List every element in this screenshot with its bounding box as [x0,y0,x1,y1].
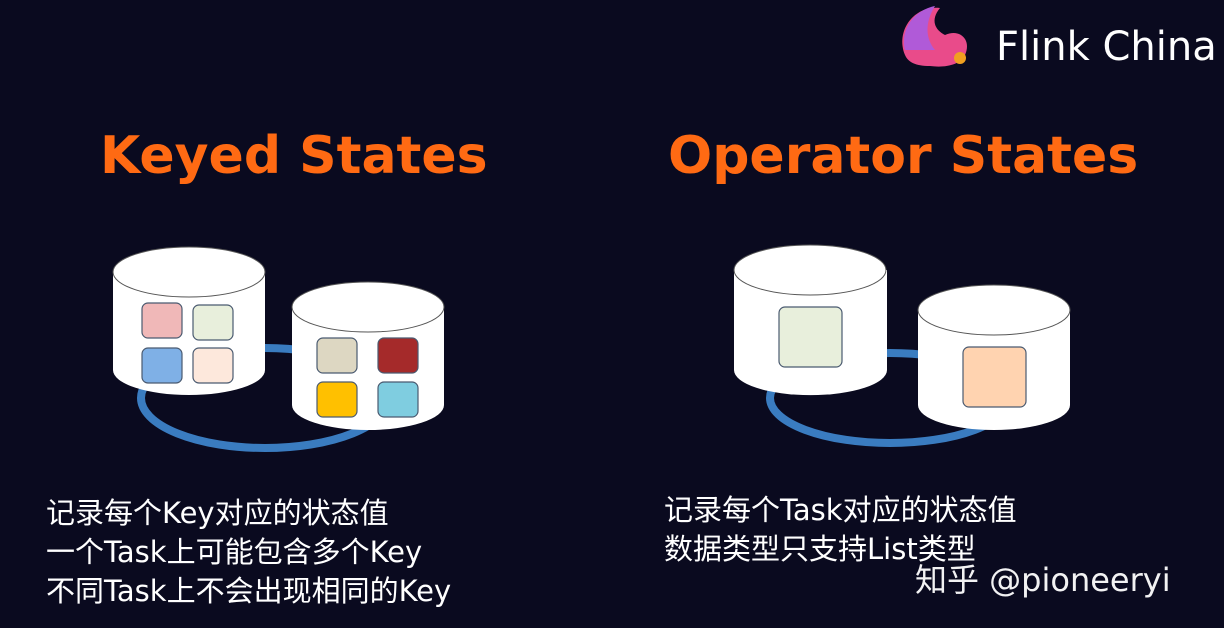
state-square [141,347,183,384]
state-square [141,302,183,339]
keyed-states-title: Keyed States [100,126,488,186]
operator-states-title: Operator States [668,126,1139,186]
operator-states-description: 记录每个Task对应的状态值 数据类型只支持List类型 [664,491,1017,569]
watermark: 知乎 @pioneeryi [915,561,1171,599]
state-square [316,381,358,418]
squirrel-logo-icon [902,6,968,67]
state-square [778,306,843,368]
text-line: 一个Task上可能包含多个Key [46,535,423,569]
state-square [316,337,358,374]
state-square [962,346,1027,408]
state-square [377,337,419,374]
state-square [192,304,234,341]
state-square [192,347,234,384]
keyed-states-description: 记录每个Key对应的状态值 一个Task上可能包含多个Key 不同Task上不会… [46,494,451,611]
task-cylinder [291,281,445,430]
state-square [377,381,419,418]
text-line: 记录每个Key对应的状态值 [46,496,389,530]
text-line: 记录每个Task对应的状态值 [664,493,1017,527]
task-cylinder [112,246,266,395]
logo-text: Flink China [996,24,1217,70]
text-line: 不同Task上不会出现相同的Key [46,574,452,608]
text-line: 数据类型只支持List类型 [664,532,976,566]
